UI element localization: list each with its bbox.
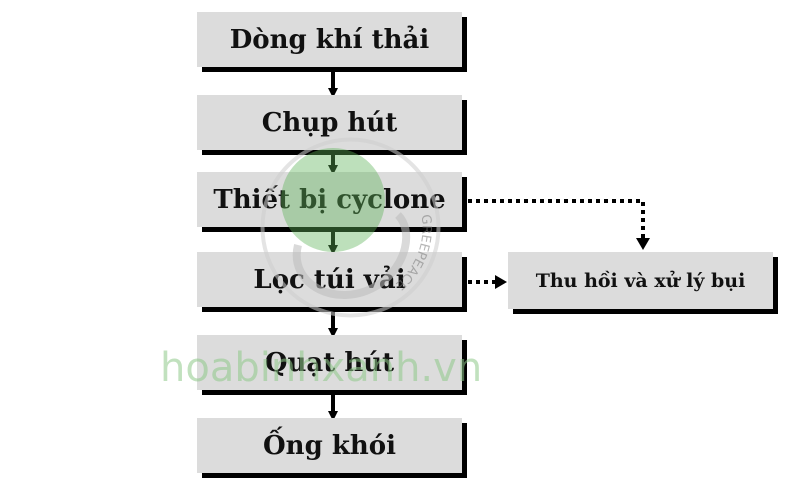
- step-box-5: Quạt hút: [197, 335, 462, 390]
- step-box-4: Lọc túi vải: [197, 252, 462, 307]
- step-box-6: Ống khói: [197, 418, 462, 473]
- step-label-2: Chụp hút: [261, 107, 398, 138]
- side-box-label: Thu hồi và xử lý bụi: [535, 269, 746, 292]
- arrowhead-bag-side: [495, 275, 507, 289]
- step-label-1: Dòng khí thải: [229, 24, 430, 55]
- step-label-6: Ống khói: [263, 430, 396, 461]
- arrowhead-cyclone-side: [636, 238, 650, 250]
- side-box-dust-recovery: Thu hồi và xử lý bụi: [508, 252, 773, 309]
- step-label-5: Quạt hút: [264, 347, 395, 378]
- dotted-arrow-cyclone-to-side: [468, 199, 645, 240]
- step-label-3: Thiết bị cyclone: [213, 184, 446, 215]
- step-box-3: Thiết bị cyclone: [197, 172, 462, 227]
- step-box-1: Dòng khí thải: [197, 12, 462, 67]
- step-box-2: Chụp hút: [197, 95, 462, 150]
- step-label-4: Lọc túi vải: [253, 264, 406, 295]
